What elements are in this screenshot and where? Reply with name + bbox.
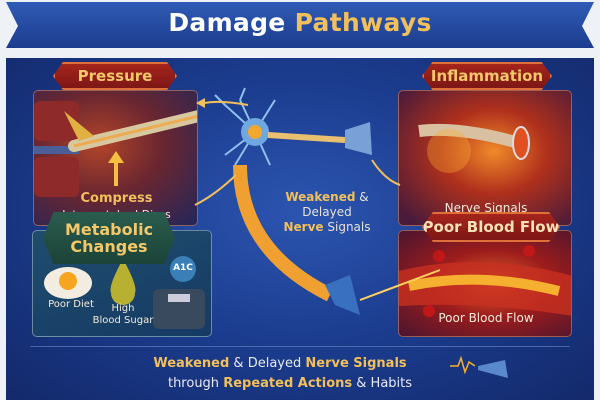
curved-nerve (233, 164, 334, 302)
center-signals: Signals (323, 220, 371, 234)
artery-illustration (399, 245, 571, 317)
neuron-dendrites (214, 87, 276, 166)
high-blood-sugar-line2: Blood Sugar (92, 315, 154, 326)
center-delayed: & Delayed (302, 190, 369, 219)
center-caption: Weakened & Delayed Nerve Signals (262, 190, 392, 235)
pressure-label: Pressure (53, 62, 177, 90)
arrow-to-inflammation (371, 159, 401, 186)
inflammation-label: Inflammation (422, 62, 552, 90)
scale-icon (153, 289, 205, 329)
bottom-delayed: & Delayed (229, 356, 306, 371)
bottom-repeated-actions: Repeated Actions (223, 376, 353, 391)
blood-flow-label: Poor Blood Flow (422, 212, 560, 242)
bottom-nerve-signals: Nerve Signals (305, 356, 407, 371)
title-word-damage: Damage (168, 8, 286, 37)
a1c-badge-icon (170, 256, 196, 282)
bottom-habits: & Habits (352, 376, 413, 391)
spine-compression-illustration (34, 101, 197, 197)
pressure-caption-bold: Compress (80, 191, 153, 206)
inflammation-caption: Nerve Signals (444, 201, 528, 215)
compression-wedge (64, 111, 94, 141)
poor-diet-label: Poor Diet (48, 299, 94, 310)
bottom-neuron-icon (478, 360, 508, 378)
page-title: Damage Pathways (0, 8, 600, 37)
blood-sugar-drop-icon (110, 259, 136, 305)
metabolic-label-line2: Changes (70, 237, 148, 256)
signal-bolt (359, 269, 441, 301)
title-banner (6, 2, 594, 48)
center-weakened: Weakened (285, 190, 356, 204)
neuron-nucleus (248, 125, 262, 139)
bottom-through: through (167, 376, 224, 391)
arrow-to-metabolic (194, 174, 237, 206)
inflamed-nerve-illustration (418, 123, 530, 173)
axon-terminal (345, 122, 372, 155)
inflammation-panel: Nerve Signals (398, 90, 572, 226)
high-blood-sugar-line1: High (111, 303, 135, 314)
pressure-panel: Compress Intervertebral Discs (33, 90, 198, 226)
signal-wave-icon (450, 355, 476, 375)
axon (267, 132, 346, 143)
divider (30, 346, 570, 347)
arrow-to-pressure (204, 100, 249, 106)
bottom-line-1: Weakened & Delayed Nerve Signals (60, 356, 500, 371)
metabolic-icons (44, 256, 205, 329)
a1c-badge-text: A1C (173, 263, 193, 273)
metabolic-label-line1: Metabolic (64, 220, 154, 239)
center-nerve: Nerve (283, 220, 324, 234)
blood-flow-caption: Poor Blood Flow (438, 311, 534, 325)
blood-flow-panel: Poor Blood Flow (398, 230, 572, 337)
nerve-end (325, 275, 360, 315)
bottom-line-2: through Repeated Actions & Habits (0, 376, 540, 391)
bottom-weakened: Weakened (153, 356, 230, 371)
title-word-pathways: Pathways (294, 8, 432, 37)
arrow-head-icon (196, 98, 205, 108)
